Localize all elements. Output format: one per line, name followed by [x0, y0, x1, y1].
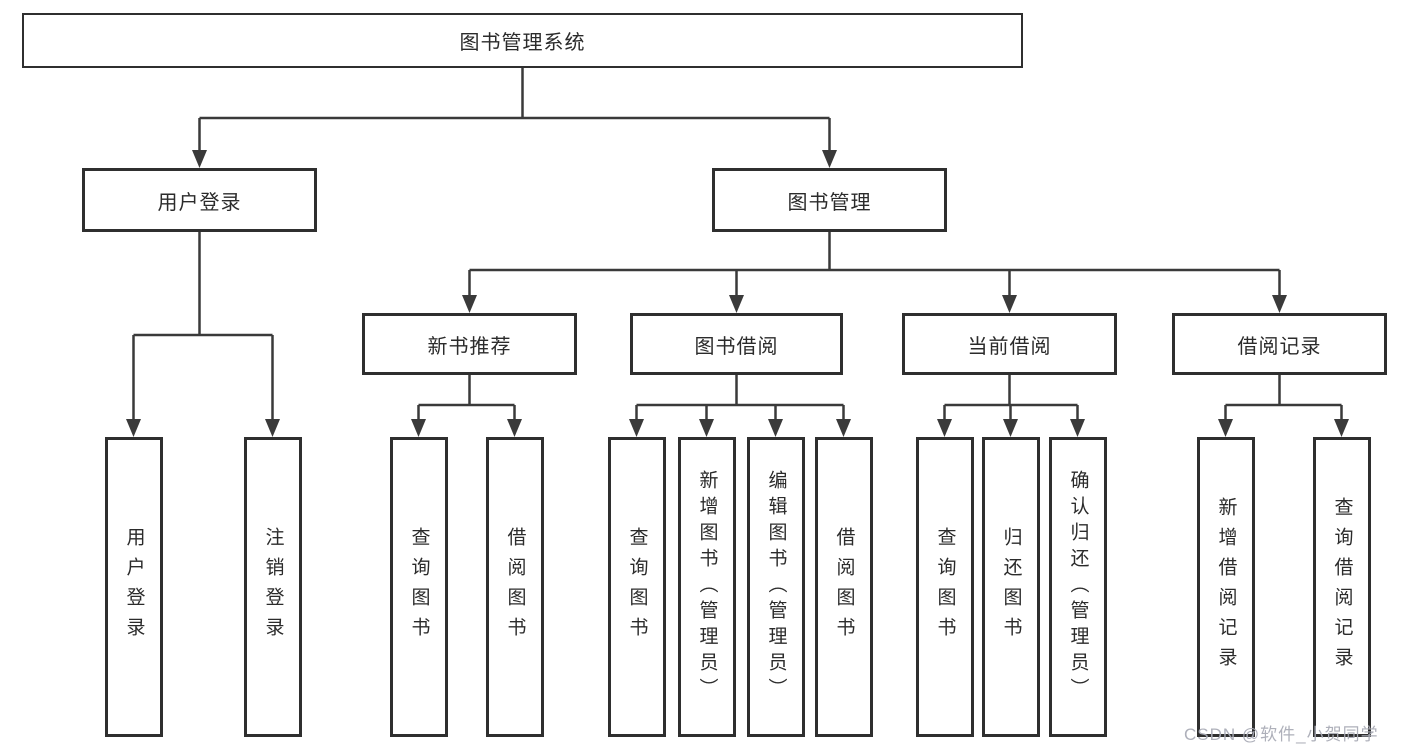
node-label: 确认归还（管理员）	[1067, 470, 1089, 704]
leaf-bb-query-books: 查询图书	[608, 437, 666, 737]
node-label: 查询图书	[934, 527, 956, 647]
node-new-book-recommend: 新书推荐	[362, 313, 577, 375]
arrowheads	[126, 150, 1349, 437]
leaf-cb-return-books: 归还图书	[982, 437, 1040, 737]
node-label: 图书管理系统	[459, 32, 586, 54]
node-label: 新增图书（管理员）	[696, 470, 718, 704]
node-label: 借阅图书	[504, 527, 526, 647]
leaf-logout: 注销登录	[244, 437, 302, 737]
node-current-borrow: 当前借阅	[902, 313, 1117, 375]
node-label: 新书推荐	[427, 335, 512, 358]
leaf-nbr-borrow-books: 借阅图书	[486, 437, 544, 737]
leaf-bb-borrow-books: 借阅图书	[815, 437, 873, 737]
node-label: 查询图书	[626, 527, 648, 647]
node-label: 图书管理	[787, 191, 872, 214]
leaf-br-query-record: 查询借阅记录	[1313, 437, 1371, 737]
node-label: 用户登录	[123, 527, 145, 647]
node-label: 编辑图书（管理员）	[765, 470, 787, 704]
node-label: 图书借阅	[694, 335, 779, 358]
leaf-cb-confirm-return-admin: 确认归还（管理员）	[1049, 437, 1107, 737]
node-label: 借阅图书	[833, 527, 855, 647]
node-label: 归还图书	[1000, 527, 1022, 647]
leaf-cb-query-books: 查询图书	[916, 437, 974, 737]
node-user-login: 用户登录	[82, 168, 317, 232]
node-book-management: 图书管理	[712, 168, 947, 232]
node-label: 借阅记录	[1237, 335, 1322, 358]
node-label: 用户登录	[157, 191, 242, 214]
leaf-nbr-query-books: 查询图书	[390, 437, 448, 737]
node-borrow-records: 借阅记录	[1172, 313, 1387, 375]
node-label: 新增借阅记录	[1215, 497, 1237, 677]
watermark: CSDN @软件_小贺同学	[1184, 725, 1379, 744]
node-label: 查询借阅记录	[1331, 497, 1353, 677]
leaf-br-add-record: 新增借阅记录	[1197, 437, 1255, 737]
leaf-user-login: 用户登录	[105, 437, 163, 737]
leaf-bb-add-books-admin: 新增图书（管理员）	[678, 437, 736, 737]
node-book-borrow: 图书借阅	[630, 313, 843, 375]
leaf-bb-edit-books-admin: 编辑图书（管理员）	[747, 437, 805, 737]
node-label: 查询图书	[408, 527, 430, 647]
node-library-management-system: 图书管理系统	[22, 13, 1023, 68]
node-label: 当前借阅	[967, 335, 1052, 358]
node-label: 注销登录	[262, 527, 284, 647]
